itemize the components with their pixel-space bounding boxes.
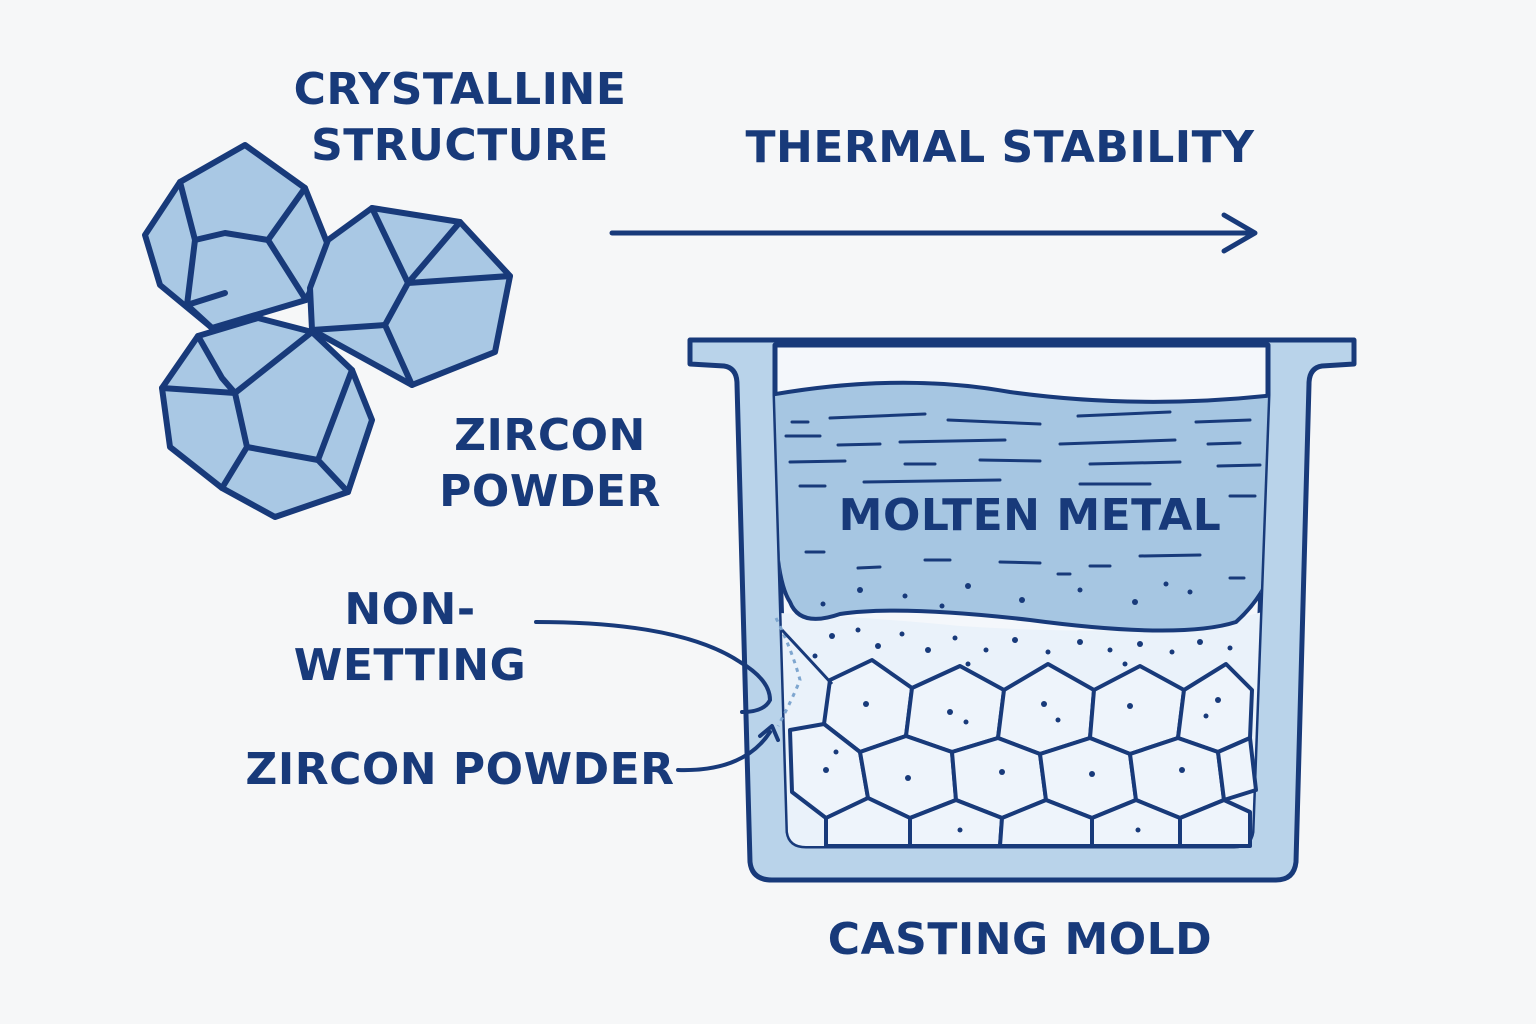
metal-ripples	[784, 410, 1262, 580]
leader-lines	[534, 620, 780, 773]
crystal-grain-right	[307, 205, 513, 388]
grain-dots	[823, 697, 1221, 833]
crystalline-line1: CRYSTALLINE	[293, 64, 627, 115]
non-wetting-leader	[534, 620, 773, 714]
zircon-powder-bottom-label: ZIRCON POWDER	[245, 744, 675, 795]
casting-mold	[687, 337, 1357, 883]
metal-droplets	[820, 581, 1193, 609]
crystal-grain-top	[142, 142, 333, 331]
molten-metal-body	[775, 380, 1268, 633]
crystal-grain-bottom	[159, 315, 375, 520]
crystalline-line2: STRUCTURE	[311, 120, 609, 171]
non-wetting-gap	[774, 617, 834, 727]
zircon-powder-line1: ZIRCON	[454, 410, 646, 461]
zircon-powder-line2: POWDER	[439, 466, 661, 517]
zircon-powder-label: ZIRCON POWDER	[400, 408, 700, 520]
thermal-arrow	[609, 212, 1258, 254]
non-wetting-label: NON- WETTING	[255, 582, 565, 694]
powder-speckles	[812, 627, 1233, 667]
thermal-stability-label: THERMAL STABILITY	[745, 122, 1255, 173]
crystal-cluster	[142, 142, 513, 520]
powder-grains	[788, 658, 1258, 848]
molten-metal-label: MOLTEN METAL	[838, 490, 1222, 541]
casting-mold-label: CASTING MOLD	[827, 914, 1213, 965]
zircon-powder-leader	[676, 730, 772, 773]
crystalline-structure-label: CRYSTALLINE STRUCTURE	[250, 62, 670, 174]
non-wetting-line2: WETTING	[293, 640, 527, 691]
non-wetting-line1: NON-	[344, 584, 476, 635]
